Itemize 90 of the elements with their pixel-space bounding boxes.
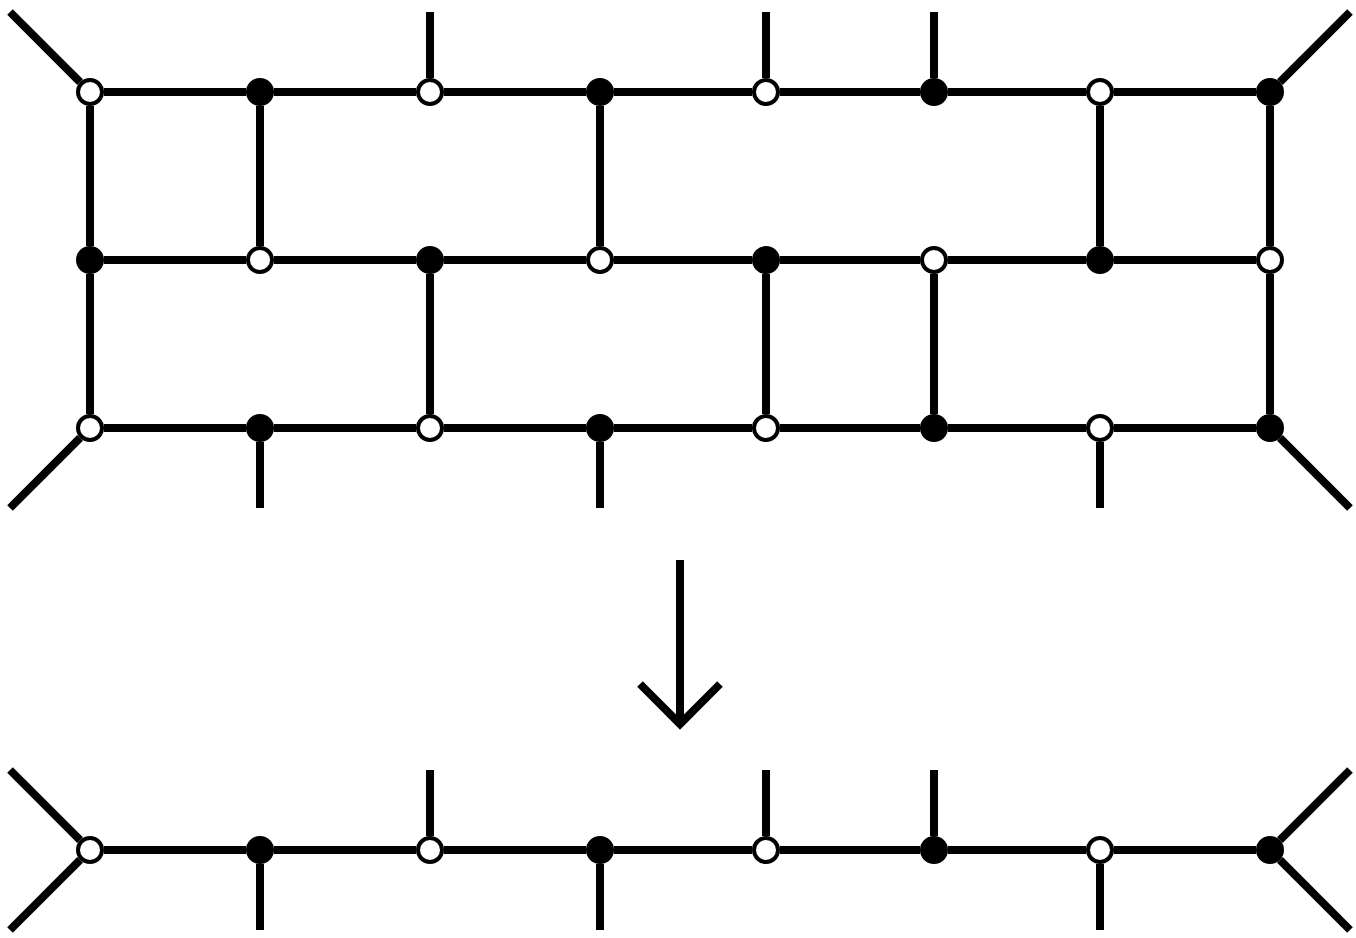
filled-vertex (1086, 246, 1114, 274)
open-vertex (76, 836, 104, 864)
edge-line (1266, 106, 1274, 246)
edge-line (930, 274, 938, 414)
edge-line (780, 424, 920, 432)
filled-vertex (920, 414, 948, 442)
free-edge-line (7, 857, 83, 933)
filled-vertex (1256, 78, 1284, 106)
open-vertex (752, 414, 780, 442)
edge-line (86, 274, 94, 414)
edge-line (948, 256, 1086, 264)
free-edge-line (1277, 9, 1353, 85)
open-vertex (1086, 836, 1114, 864)
free-edge-line (596, 864, 604, 930)
filled-vertex (586, 78, 614, 106)
edge-line (596, 106, 604, 246)
edge-line (274, 88, 416, 96)
edge-line (1114, 256, 1256, 264)
free-edge-line (930, 12, 938, 78)
free-edge-line (426, 770, 434, 836)
open-vertex (76, 78, 104, 106)
open-vertex (1086, 414, 1114, 442)
edge-line (274, 424, 416, 432)
free-edge-line (762, 12, 770, 78)
edge-line (780, 256, 920, 264)
free-edge-line (7, 9, 83, 85)
edge-line (948, 846, 1086, 854)
free-edge-line (1096, 442, 1104, 508)
edge-line (948, 424, 1086, 432)
open-vertex (752, 836, 780, 864)
edge-line (444, 256, 586, 264)
edge-line (444, 424, 586, 432)
edge-line (444, 88, 586, 96)
edge-line (1266, 274, 1274, 414)
edge-line (274, 256, 416, 264)
edge-line (614, 846, 752, 854)
free-edge-line (596, 442, 604, 508)
edge-line (948, 88, 1086, 96)
filled-vertex (246, 78, 274, 106)
open-vertex (76, 414, 104, 442)
free-edge-line (930, 770, 938, 836)
free-edge-line (1277, 767, 1353, 843)
edge-line (1114, 424, 1256, 432)
filled-vertex (920, 78, 948, 106)
open-vertex (1086, 78, 1114, 106)
edge-line (1114, 846, 1256, 854)
free-edge-line (1277, 435, 1353, 511)
free-edge-line (762, 770, 770, 836)
edge-line (444, 846, 586, 854)
filled-vertex (752, 246, 780, 274)
filled-vertex (1256, 836, 1284, 864)
free-edge-line (256, 864, 264, 930)
free-edge-line (1096, 864, 1104, 930)
open-vertex (920, 246, 948, 274)
free-edge-line (7, 767, 83, 843)
filled-vertex (416, 246, 444, 274)
free-edge-line (426, 12, 434, 78)
edge-line (614, 256, 752, 264)
open-vertex (416, 836, 444, 864)
free-edge-line (1277, 857, 1353, 933)
edge-line (1114, 88, 1256, 96)
free-edge-line (7, 435, 83, 511)
filled-vertex (246, 836, 274, 864)
edge-line (274, 846, 416, 854)
filled-vertex (920, 836, 948, 864)
edge-line (426, 274, 434, 414)
open-vertex (416, 414, 444, 442)
edge-line (256, 106, 264, 246)
edge-line (104, 424, 246, 432)
filled-vertex (1256, 414, 1284, 442)
filled-vertex (246, 414, 274, 442)
edge-line (614, 88, 752, 96)
edge-line (762, 274, 770, 414)
edge-line (780, 88, 920, 96)
filled-vertex (586, 836, 614, 864)
open-vertex (752, 78, 780, 106)
filled-vertex (586, 414, 614, 442)
open-vertex (1256, 246, 1284, 274)
filled-vertex (76, 246, 104, 274)
edge-line (104, 88, 246, 96)
open-vertex (586, 246, 614, 274)
edge-line (780, 846, 920, 854)
free-edge-line (256, 442, 264, 508)
edge-line (614, 424, 752, 432)
open-vertex (246, 246, 274, 274)
edge-line (1096, 106, 1104, 246)
edge-line (86, 106, 94, 246)
edge-line (104, 256, 246, 264)
open-vertex (416, 78, 444, 106)
edge-line (104, 846, 246, 854)
